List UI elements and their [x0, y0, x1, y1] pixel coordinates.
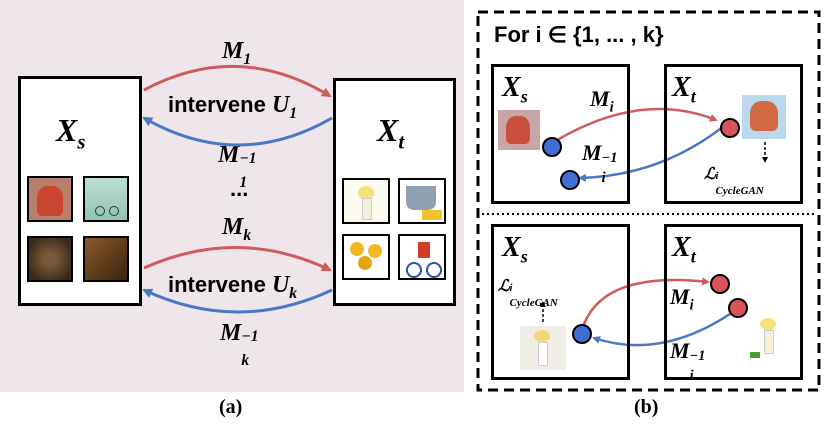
- panel-b-caption: (b): [634, 396, 659, 418]
- bottom-row-source-node: [572, 324, 592, 344]
- top-forward-mapping-label: M1: [222, 38, 252, 68]
- top-row-reconstructed-node: [560, 170, 580, 190]
- top-row-translated-image: [742, 95, 786, 139]
- bottom-row-inverse-arrow: [592, 312, 731, 347]
- top-intervene-label: intervene U1: [168, 92, 298, 122]
- source-image-bicycle-scene: [83, 176, 129, 222]
- target-image-cyclist: [398, 234, 446, 280]
- top-row-source-label: Xs: [502, 72, 528, 107]
- source-image-handbag: [27, 176, 73, 222]
- bottom-forward-mapping-label: Mk: [222, 214, 252, 244]
- bottom-row-target-box: [664, 224, 803, 380]
- target-image-candle: [342, 178, 390, 224]
- top-row-source-node: [542, 137, 562, 157]
- target-domain-label: Xt: [377, 112, 405, 154]
- top-row-target-label: Xt: [672, 72, 696, 107]
- top-forward-arrow: [143, 64, 332, 98]
- iteration-frame: [476, 10, 821, 392]
- bottom-row-source-label: Xs: [502, 232, 528, 267]
- top-inverse-arrow: [142, 116, 333, 147]
- target-image-bucket: [398, 178, 446, 224]
- source-image-bicycle-shadow: [83, 236, 129, 282]
- bottom-row-source-box: [491, 224, 630, 380]
- source-image-dark-pattern: [27, 236, 73, 282]
- bottom-row-target-node-2: [728, 298, 748, 318]
- bottom-forward-arrow: [143, 246, 332, 272]
- top-row-forward-label: Mi: [590, 86, 614, 116]
- bottom-row-target-image: [746, 314, 792, 360]
- bottom-row-translated-image: [520, 326, 566, 370]
- ellipsis: ...: [230, 176, 249, 201]
- bottom-row-target-node-1: [710, 274, 730, 294]
- bottom-inverse-arrow: [142, 288, 333, 314]
- top-row-forward-arrow: [553, 107, 718, 144]
- top-row-target-box: [664, 64, 803, 204]
- panel-a-caption: (a): [219, 396, 243, 418]
- bottom-row-forward-arrow: [580, 277, 710, 331]
- source-domain-label: Xs: [56, 112, 86, 154]
- bottom-row-forward-label: Mi: [670, 284, 694, 314]
- target-image-sunflowers: [342, 234, 390, 280]
- iteration-header: For i ∈ {1, ... , k}: [494, 22, 664, 47]
- top-row-target-node: [720, 118, 740, 138]
- top-row-inverse-arrow: [578, 125, 725, 182]
- top-row-source-image: [498, 110, 540, 150]
- top-row-source-box: [491, 64, 630, 204]
- bottom-row-target-label: Xt: [672, 232, 696, 267]
- bottom-intervene-label: intervene Uk: [168, 272, 298, 302]
